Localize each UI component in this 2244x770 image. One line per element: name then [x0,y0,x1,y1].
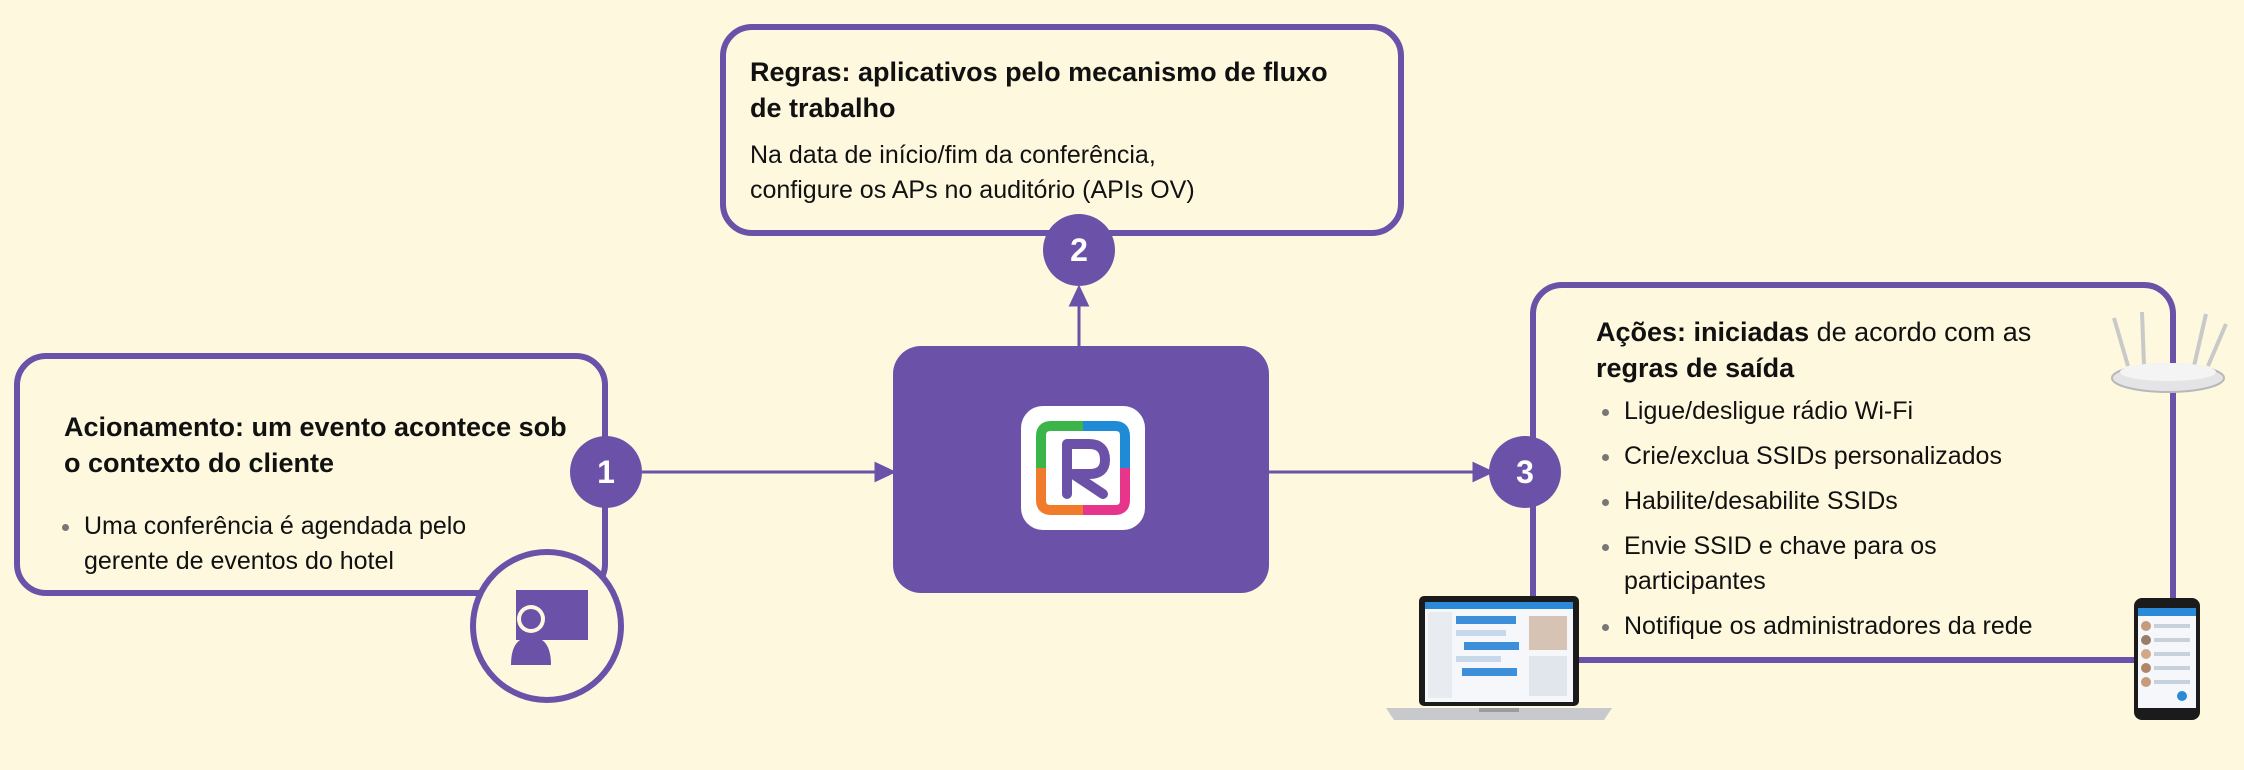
list-item: Habilite/desabilite SSIDs [1598,484,2098,519]
list-item: Ligue/desligue rádio Wi-Fi [1598,394,2098,429]
list-item: Envie SSID e chave para os participantes [1598,529,2044,599]
actions-bullets: Ligue/desligue rádio Wi-Fi Crie/exclua S… [1598,394,2098,644]
arrowhead-actions [1472,461,1495,483]
actions-title-regular: de acordo com as [1809,317,2032,347]
presentation-person-icon [470,549,624,703]
rules-text: Na data de início/fim da conferência, co… [750,141,1195,204]
rules-box: Regras: aplicativos pelo mecanismo de fl… [720,24,1404,236]
list-item: Crie/exclua SSIDs personalizados [1598,439,2098,474]
actions-title-bold-1: Ações: iniciadas [1596,317,1810,347]
list-item: Notifique os administradores da rede [1598,609,2098,644]
trigger-bullets: Uma conferência é agendada pelo gerente … [58,509,518,579]
step-2-badge: 2 [1043,214,1115,286]
rules-title: Regras: aplicativos pelo mecanismo de fl… [750,57,1328,123]
actions-box: Ações: iniciadas de acordo com as regras… [1530,282,2176,663]
actions-title: Ações: iniciadas de acordo com as regras… [1596,314,2096,386]
rainbow-r-logo-icon [1021,406,1145,530]
step-3-badge: 3 [1489,436,1561,508]
smartphone-icon [2132,596,2202,722]
access-point-icon [2104,308,2232,398]
actions-title-bold-2: regras de saída [1596,353,1795,383]
hub-platform [893,346,1269,593]
step-1-badge: 1 [570,436,642,508]
arrowhead-hub-left [874,461,897,483]
trigger-title: Acionamento: um evento acontece sob o co… [64,412,567,478]
list-item: Uma conferência é agendada pelo gerente … [58,509,518,579]
arrowhead-rules [1068,284,1090,307]
laptop-icon [1384,594,1614,724]
